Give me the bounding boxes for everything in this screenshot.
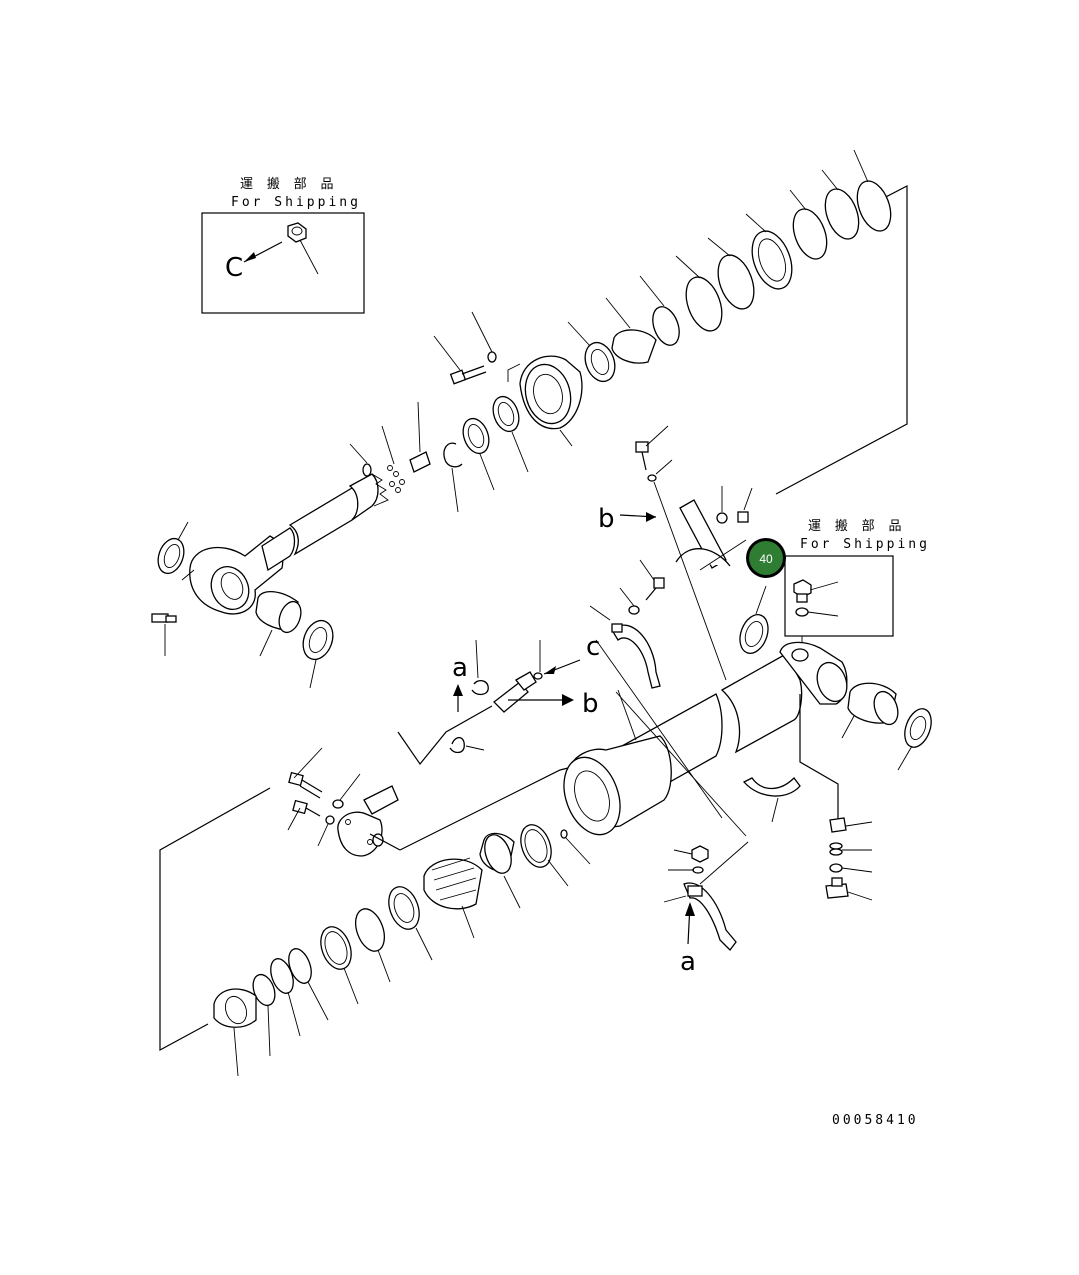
callout-40-number: 40 [759,552,773,566]
ref-letter-c: c [586,632,600,662]
shipping-box-1-letter: C [225,253,243,283]
ball-bearing-icon [387,465,405,493]
hose-clamp-c [589,559,665,689]
ref-letter-a-upper: a [452,653,468,683]
shipping-box-1-en: For Shipping [231,195,361,210]
callout-40-fill [749,541,783,575]
nut-icon [691,845,709,863]
piston-seal-set [213,824,591,1077]
hose-clamp-a [663,841,749,951]
drawing-number: 00058410 [832,1113,919,1128]
bolt-icon [645,577,665,601]
rod-end-small-parts [349,395,529,513]
tube-clamp [742,777,801,823]
plug-set [825,817,873,901]
plug-bolt-icon [793,579,812,603]
hex-bolt-icon [449,365,487,385]
callout-40[interactable]: 40 [746,538,786,578]
elbow-fitting [493,671,537,713]
shipping-box-2-jp: 運 搬 部 品 [808,519,904,534]
shipping-box-1-jp: 運 搬 部 品 [240,177,336,192]
hose-bracket [635,425,753,681]
cylinder-head [433,149,892,447]
shipping-box-2: 運 搬 部 品 For Shipping [784,519,930,650]
ref-letter-b-lower: b [582,689,599,719]
hose-clip [449,737,465,754]
flange-bolt-icon-2 [292,799,321,817]
grease-fitting-icon [151,613,177,623]
bolt-icon [635,441,649,471]
hex-nut-icon [287,222,307,243]
o-ring-icon [795,607,809,617]
callout-40-leader [699,539,747,571]
ref-letter-b-top: b [598,504,615,534]
shipping-box-2-en: For Shipping [800,537,930,552]
split-flange [337,785,399,857]
shipping-box-1: 運 搬 部 品 For Shipping C [201,177,365,314]
piston-rod-assembly [151,473,389,689]
flange-bolt-icon [288,771,323,799]
ref-letter-a-lower: a [680,947,696,977]
cylinder-tube [563,641,932,836]
